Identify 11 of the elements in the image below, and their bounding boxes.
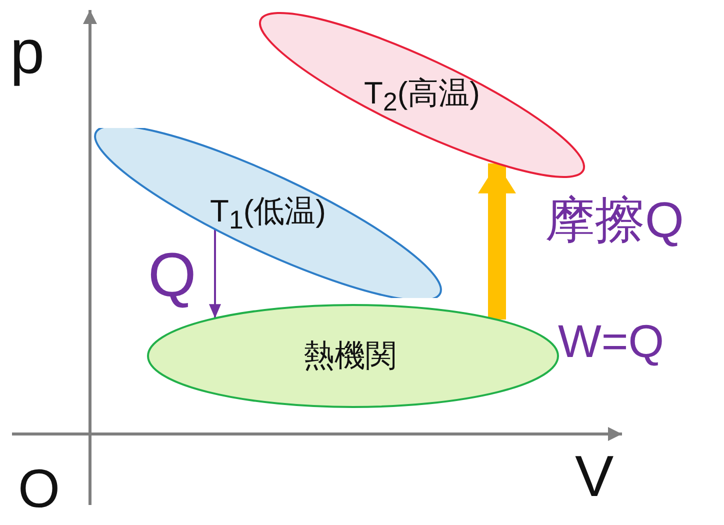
ellipse-label: T$_{2}$(高温) <box>364 74 480 118</box>
edge-label: Q <box>148 245 196 307</box>
ellipse-label: 熱機関 <box>304 337 396 375</box>
edge-label: 摩擦Q <box>545 195 684 245</box>
arrow <box>478 163 516 320</box>
axis-label: p <box>10 22 44 84</box>
work-label: W=Q <box>558 318 664 364</box>
axis-label: V <box>575 448 614 506</box>
arrow <box>209 229 221 318</box>
ellipse-label: T$_{1}$(低温) <box>210 192 326 236</box>
origin-label: O <box>18 462 60 516</box>
